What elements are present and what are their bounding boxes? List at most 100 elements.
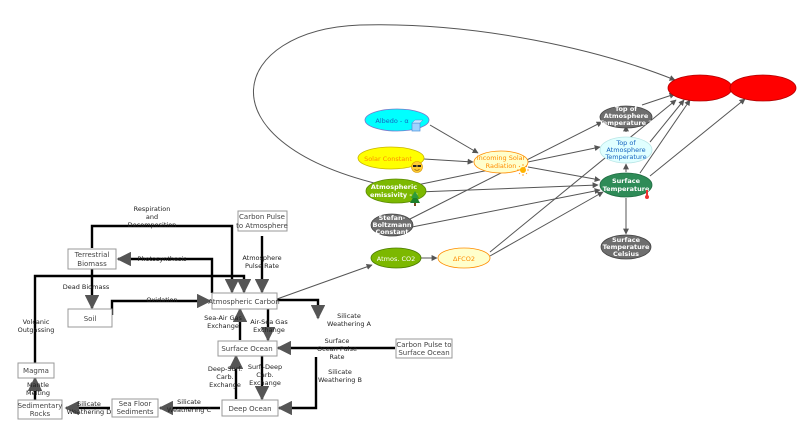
flow-silicate-weathering-a (277, 298, 326, 320)
svg-text:to Atmosphere: to Atmosphere (236, 222, 288, 230)
svg-text:Temperature 2: Temperature 2 (599, 119, 653, 127)
svg-text:Stefan-: Stefan- (379, 214, 406, 222)
flow-labels: Respiration and Decomposition Photosynth… (18, 205, 372, 416)
link-solar-to-incoming (423, 158, 474, 165)
svg-text:Sediments: Sediments (116, 408, 153, 416)
stock-terrestrial-biomass[interactable]: Terrestrial Biomass (67, 248, 117, 270)
svg-text:Sea-Air Gas: Sea-Air Gas (204, 314, 242, 322)
node-atmospheric-emissivity[interactable]: Atmospheric emissivity - ε (365, 178, 427, 206)
svg-text:Solar Constant: Solar Constant (364, 155, 412, 163)
flow-volcanic-outgassing (33, 274, 252, 363)
flow-respiration (90, 224, 240, 294)
svg-text:Boltzmann: Boltzmann (373, 221, 412, 229)
svg-text:Temperature: Temperature (603, 243, 650, 251)
label-volcanic-outgassing: Volcanic Outgassing (18, 318, 55, 334)
svg-text:Weathering D: Weathering D (67, 408, 112, 416)
label-sea-air-exchange: Sea-Air Gas Exchange (204, 314, 242, 330)
label-deep-surf-exchange: Deep-Surf. Carb. Exchange (208, 365, 242, 389)
stock-magma[interactable]: Magma (17, 362, 55, 379)
label-mantle-melting: Mantle Melting (26, 381, 50, 397)
label-photosynthesis: Photosynthesis (137, 255, 187, 263)
svg-text:Surface Ocean: Surface Ocean (221, 345, 272, 353)
svg-text:Top of: Top of (615, 139, 636, 147)
svg-text:Exchange: Exchange (209, 381, 241, 389)
link-stefan-to-surface (411, 188, 601, 228)
link-atm-carbon-to-co2 (276, 263, 373, 300)
stock-sea-floor-sediments[interactable]: Sea Floor Sediments (111, 398, 159, 418)
link-incoming-to-surface (527, 166, 601, 182)
svg-text:Ocean Pulse: Ocean Pulse (317, 345, 357, 353)
link-surface-to-red2 (649, 98, 746, 177)
svg-text:Temperature: Temperature (603, 185, 650, 193)
svg-text:Exchange: Exchange (249, 379, 281, 387)
svg-text:Magma: Magma (23, 367, 49, 375)
link-dfco2-to-red1 (489, 99, 677, 253)
svg-text:Weathering A: Weathering A (327, 320, 371, 328)
node-delta-fco2[interactable]: ΔFCO2 (437, 247, 491, 269)
stock-deep-ocean[interactable]: Deep Ocean (221, 399, 279, 417)
svg-text:Silicate: Silicate (328, 368, 352, 376)
label-dead-biomass: Dead Biomass (63, 283, 110, 291)
svg-text:Soil: Soil (84, 315, 97, 323)
label-silicate-weathering-b: Silicate Weathering B (318, 368, 362, 384)
node-stefan-boltzmann[interactable]: Stefan- Boltzmann Constant (370, 213, 414, 237)
svg-text:Albedo - α: Albedo - α (375, 117, 408, 125)
svg-text:Carb.: Carb. (216, 373, 233, 381)
svg-text:Atmosphere: Atmosphere (604, 112, 649, 120)
svg-text:Deep Ocean: Deep Ocean (228, 405, 271, 413)
svg-text:Rate: Rate (330, 353, 345, 361)
svg-text:Rocks: Rocks (30, 410, 51, 418)
label-oxidation: Oxidation (146, 296, 177, 304)
svg-text:Decomposition: Decomposition (128, 221, 177, 229)
svg-text:Radiation: Radiation (486, 162, 517, 170)
svg-text:Carb.: Carb. (256, 371, 273, 379)
stock-sedimentary-rocks[interactable]: Sedimentary Rocks (17, 399, 63, 420)
tree-icon (410, 191, 420, 206)
node-solar-constant[interactable]: Solar Constant (357, 146, 425, 173)
svg-text:Surface: Surface (325, 337, 350, 345)
stock-surface-ocean[interactable]: Surface Ocean (217, 340, 278, 357)
svg-text:Volcanic: Volcanic (23, 318, 50, 326)
label-surf-deep-exchange: Surf.-Deep Carb. Exchange (248, 363, 282, 387)
svg-text:Constant: Constant (376, 228, 409, 236)
label-surface-ocean-pulse-rate: Surface Ocean Pulse Rate (317, 337, 357, 361)
svg-text:and: and (146, 213, 158, 221)
label-silicate-weathering-a: Silicate Weathering A (327, 312, 371, 328)
node-top-atmosphere-temperature-2[interactable]: Top of Atmosphere Temperature 2 (599, 105, 653, 129)
node-surface-temperature-celsius[interactable]: Surface Temperature Celsius (600, 234, 652, 260)
node-red-1[interactable] (667, 74, 733, 102)
svg-text:Surface Ocean: Surface Ocean (398, 349, 449, 357)
svg-text:Carbon Pulse: Carbon Pulse (239, 213, 285, 221)
stock-soil[interactable]: Soil (67, 308, 113, 328)
node-surface-temperature[interactable]: Surface Temperature (599, 172, 653, 199)
node-incoming-solar[interactable]: Incoming Solar Radiation (473, 150, 529, 176)
link-top-to-red1 (649, 99, 685, 143)
ice-cube-icon (411, 119, 424, 132)
label-air-sea-exchange: Air-Sea Gas Exchange (250, 318, 288, 334)
svg-text:Pulse Rate: Pulse Rate (245, 262, 279, 270)
svg-text:Mantle: Mantle (27, 381, 49, 389)
input-carbon-pulse-surface-ocean[interactable]: Carbon Pulse to Surface Ocean (395, 338, 453, 359)
node-top-atmosphere-temperature[interactable]: Top of Atmosphere Temperature (599, 136, 653, 164)
stock-atmospheric-carbon[interactable]: Atmospheric Carbon (208, 292, 280, 310)
svg-text:Silicate: Silicate (77, 400, 101, 408)
label-silicate-weathering-c: Silicate Weathering C (167, 398, 211, 414)
sun-icon (517, 164, 529, 176)
sunglasses-emoji-icon (411, 161, 423, 173)
svg-text:Carbon Pulse to: Carbon Pulse to (396, 341, 451, 349)
node-albedo[interactable]: Albedo - α (364, 108, 430, 132)
svg-text:Melting: Melting (26, 389, 50, 397)
svg-text:Surf.-Deep: Surf.-Deep (248, 363, 282, 371)
svg-text:Exchange: Exchange (207, 322, 239, 330)
climate-nodes: Albedo - α Solar Constant Incoming Solar… (357, 74, 797, 269)
link-dfco2-to-surface (489, 191, 604, 257)
node-atmos-co2[interactable]: Atmos. CO2 (370, 247, 422, 269)
svg-text:Atmos. CO2: Atmos. CO2 (377, 255, 416, 263)
svg-text:Surface: Surface (612, 177, 641, 185)
node-red-2[interactable] (729, 74, 797, 102)
svg-text:Biomass: Biomass (77, 260, 107, 268)
input-carbon-pulse-atmosphere[interactable]: Carbon Pulse to Atmosphere (236, 210, 288, 232)
link-top2-to-red1 (641, 92, 676, 106)
svg-text:Outgassing: Outgassing (18, 326, 55, 334)
